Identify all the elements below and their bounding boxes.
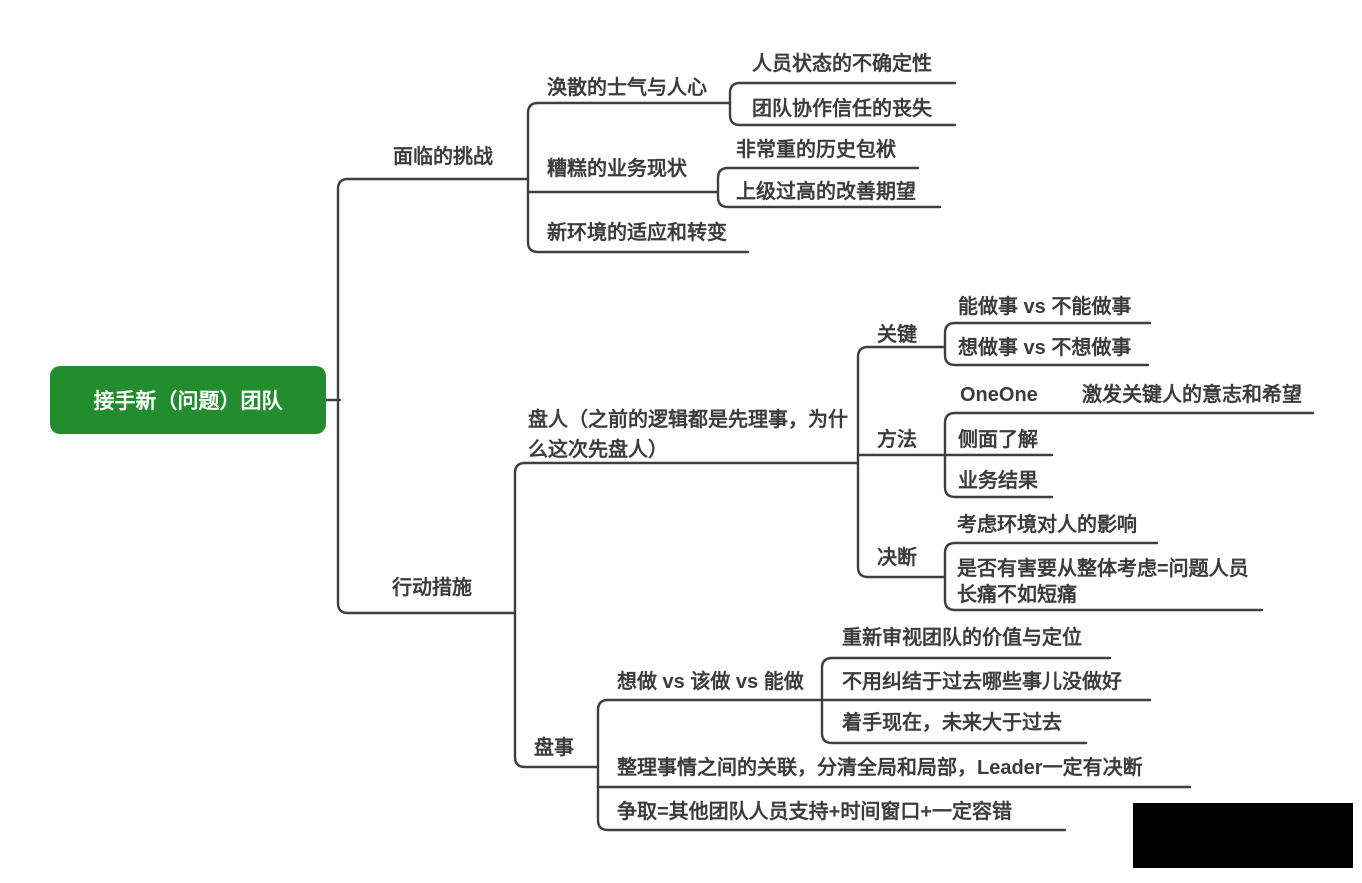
edge-trunk	[336, 177, 530, 615]
edge-decision-bracket	[943, 541, 1264, 612]
edge-review-things-bracket	[596, 698, 1152, 832]
node-reexamine-value[interactable]: 重新审视团队的价值与定位	[842, 627, 1082, 649]
node-trust-loss[interactable]: 团队协作信任的丧失	[752, 98, 932, 120]
node-organize-relations[interactable]: 整理事情之间的关联，分清全局和局部，Leader一定有决断	[617, 757, 1143, 779]
node-environment-impact[interactable]: 考虑环境对人的影响	[957, 514, 1137, 536]
edge-method-bracket	[943, 411, 1315, 499]
node-strive-support[interactable]: 争取=其他团队人员支持+时间窗口+一定容错	[617, 801, 1013, 823]
node-high-expectation[interactable]: 上级过高的改善期望	[736, 181, 916, 203]
node-personnel-uncertainty[interactable]: 人员状态的不确定性	[752, 53, 932, 75]
node-oneone[interactable]: OneOne	[960, 384, 1038, 406]
node-business-results[interactable]: 业务结果	[958, 470, 1038, 492]
node-review-people[interactable]: 盘人（之前的逻辑都是先理事，为什么这次先盘人）	[528, 409, 848, 461]
edge-challenges-bracket	[526, 101, 750, 254]
node-harm-overall[interactable]: 是否有害要从整体考虑=问题人员长痛不如短痛	[957, 558, 1249, 606]
node-historical-burden[interactable]: 非常重的历史包袱	[736, 139, 896, 161]
edge-wsc-bracket	[820, 656, 1112, 745]
node-low-morale[interactable]: 涣散的士气与人心	[547, 77, 707, 99]
node-adaptation[interactable]: 新环境的适应和转变	[547, 222, 727, 244]
edge-key-bracket	[943, 321, 1152, 367]
edge-actions-bracket	[513, 461, 860, 769]
node-actions[interactable]: 行动措施	[392, 577, 472, 599]
node-decision[interactable]: 决断	[877, 547, 917, 569]
node-bad-business[interactable]: 糟糕的业务现状	[547, 158, 687, 180]
node-want-should-can[interactable]: 想做 vs 该做 vs 能做	[617, 671, 804, 693]
node-review-things[interactable]: 盘事	[534, 737, 574, 759]
node-inspire-key-people[interactable]: 激发关键人的意志和希望	[1082, 384, 1302, 406]
node-method[interactable]: 方法	[877, 429, 917, 451]
node-side-understanding[interactable]: 侧面了解	[958, 429, 1038, 451]
node-can-do[interactable]: 能做事 vs 不能做事	[958, 296, 1132, 318]
node-start-now[interactable]: 着手现在，未来大于过去	[842, 712, 1062, 734]
node-want-do[interactable]: 想做事 vs 不想做事	[958, 337, 1132, 359]
root-node[interactable]: 接手新（问题）团队	[50, 366, 326, 434]
node-key[interactable]: 关键	[877, 324, 917, 346]
edge-bad-business-bracket	[716, 166, 942, 209]
node-no-regret-past[interactable]: 不用纠结于过去哪些事儿没做好	[842, 671, 1122, 693]
redaction-overlay	[1133, 803, 1353, 868]
node-challenges[interactable]: 面临的挑战	[393, 146, 493, 168]
edge-low-morale-bracket	[728, 81, 957, 127]
edge-review-people-bracket	[856, 345, 947, 579]
